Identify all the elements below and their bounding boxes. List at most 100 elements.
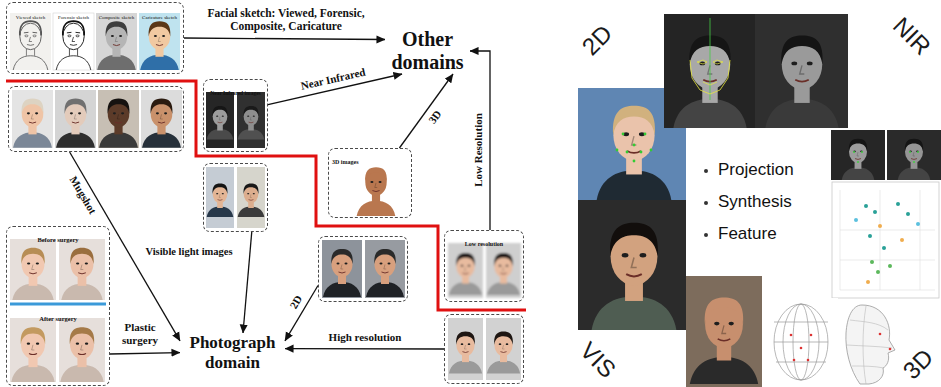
landmark-plot-part-part — [900, 238, 904, 242]
landmark-plot-part-part — [870, 260, 874, 264]
3d-mesh-front — [764, 298, 838, 387]
2d-panel — [318, 236, 408, 302]
high-resolution-photos — [448, 318, 521, 380]
vis-face-landmarks-part — [597, 106, 672, 200]
mugshot-photos — [12, 90, 182, 148]
surgery-photos — [10, 239, 106, 382]
mugshot-panel — [8, 86, 184, 152]
domain-name: Other domains — [385, 28, 470, 74]
nir-photos-part — [238, 106, 265, 140]
landmark-plot-part-part — [880, 190, 881, 290]
edge-label-patch: Low Resolution — [472, 111, 485, 189]
high-resolution-photos-part — [487, 332, 520, 374]
sketch-photos-part — [56, 21, 91, 70]
mugshot-photos-part — [13, 99, 52, 148]
3d-mesh-front-part-part — [790, 334, 793, 337]
photo-caption: Caricature sketch — [142, 15, 177, 21]
3d-head-part — [357, 167, 396, 216]
landmark-plot-part-part — [920, 190, 921, 290]
panel-heading: Near Infrared images — [210, 90, 261, 96]
3d-mesh-front-part-part — [774, 304, 828, 380]
plastic-surgery-panel: Before surgeryAfter surgery — [6, 226, 110, 386]
vis-face-landmarks-part-part — [633, 160, 636, 163]
edge-label-patch: Plastic surgery — [115, 321, 165, 346]
nir-face-small-part — [898, 139, 931, 180]
photo-caption: Forensic sketch — [58, 15, 89, 21]
3d-mesh-side-part — [847, 306, 892, 384]
nir-face-landmarks-part — [664, 14, 755, 128]
connector-arrow — [285, 286, 318, 341]
edge-label: 2D — [287, 293, 305, 311]
low-resolution-photos-part — [486, 243, 521, 298]
nir-face-small-part-part — [909, 151, 911, 153]
sketch-photos-part — [139, 13, 180, 70]
landmark-plot-part-part — [876, 270, 880, 274]
edge-label-patch: Near Infrared — [298, 65, 369, 93]
edge-label-patch: 3D — [425, 106, 445, 128]
nir-face-small-part — [853, 151, 919, 163]
visible-panel — [203, 163, 268, 232]
3d-mesh-side — [846, 305, 895, 384]
corner-label-holder: NIR — [886, 10, 938, 62]
nir-panel: Near Infrared images — [203, 79, 268, 152]
vis-face-part — [578, 200, 686, 330]
photo-caption: Viewed sketch — [16, 15, 45, 21]
landmark-plot-part-part — [888, 264, 892, 268]
sketch-photos-part — [53, 13, 94, 70]
edge-label: Visible light images — [145, 246, 232, 258]
nir-face-small-part — [831, 130, 885, 180]
sketch-photos-part — [13, 21, 48, 70]
low-resolution-photos-part — [487, 253, 520, 295]
sketch-photos — [10, 13, 180, 70]
nir-photos — [206, 92, 265, 148]
corner-label-holder: 2D — [575, 18, 619, 62]
edge-label: High resolution — [329, 331, 402, 344]
nir-face-small-part-part — [857, 161, 859, 163]
vis-face — [578, 200, 686, 330]
edge-label: Low Resolution — [472, 113, 485, 187]
surgery-photos-part — [60, 327, 103, 382]
corner-label-holder: VIS — [573, 335, 623, 385]
modality-label: 3D — [897, 343, 938, 384]
2d-photos-part — [366, 249, 404, 297]
method-box: ProjectionSynthesisFeature — [686, 128, 831, 275]
nir-face-landmarks-part — [703, 82, 717, 85]
panel-heading: After surgery — [39, 315, 77, 322]
2d-photos-part — [365, 240, 405, 298]
mugshot-photos-part — [99, 99, 138, 148]
high-resolution-photos-part — [448, 318, 483, 380]
landmark-plot-part-part — [840, 290, 935, 291]
sketch-photos-part — [140, 21, 179, 70]
sketch-photos-part — [97, 21, 136, 70]
method-item: Projection — [718, 160, 794, 180]
2d-photos-part — [323, 249, 361, 297]
method-item: Feature — [718, 224, 777, 244]
landmark-plot-part-part — [906, 212, 910, 216]
landmark-plot-part-part — [882, 246, 886, 250]
surgery-photos-part — [10, 303, 106, 306]
low-resolution-panel: Low resolution — [444, 230, 524, 302]
vis-face-landmarks-part-part — [633, 144, 636, 147]
mugshot-photos-part — [56, 99, 95, 148]
vis-face-landmarks-part-part — [650, 149, 653, 152]
3d-mesh-front-part — [790, 334, 813, 362]
edge-label: Mugshot — [67, 174, 99, 216]
edge-label-patch: 2D — [286, 291, 306, 312]
nir-face-small-part — [842, 139, 875, 180]
nir-photos-part — [206, 92, 234, 148]
3d-mesh-front-part-part — [774, 322, 828, 362]
connector-arrow — [285, 348, 444, 350]
landmark-plot-part-part — [854, 218, 858, 222]
nir-face — [755, 14, 848, 128]
high-resolution-panel — [444, 314, 524, 384]
3d-mesh-front-part — [774, 304, 828, 380]
edge-label-patch: High resolution — [327, 331, 404, 344]
3d-mesh-front-part-part — [800, 347, 803, 350]
landmark-plot-part-part — [840, 190, 841, 290]
edge-label: 3D — [426, 108, 444, 126]
landmark-plot-part-part — [868, 234, 872, 238]
mugshot-photos-part — [55, 90, 96, 148]
vis-face-landmarks-part-part — [622, 133, 625, 136]
surgery-photos-part — [11, 327, 54, 382]
landmark-plot-part — [864, 202, 910, 250]
